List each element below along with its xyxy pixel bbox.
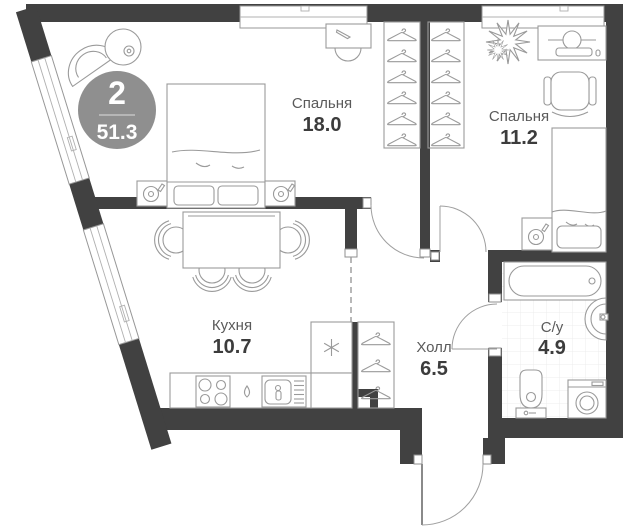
nightstand-lamp-icon (136, 180, 168, 207)
water-drop-icon (243, 385, 251, 398)
room-label-bedroom-2: Спальня (489, 108, 549, 125)
apartment-badge: 2 51.3 (78, 71, 156, 149)
wardrobe-hangers-icon (383, 21, 421, 149)
fridge-snowflake-icon (310, 321, 353, 409)
badge-rooms-count: 2 (108, 75, 126, 111)
single-bed-icon (551, 127, 607, 253)
door-swing-icon (439, 205, 487, 253)
window-icon (239, 5, 368, 29)
entrance-door-icon (421, 463, 484, 526)
room-area-hall: 6.5 (420, 358, 448, 380)
room-labels: Спальня 18.0 Спальня 11.2 Кухня 10.7 Хол… (212, 95, 566, 380)
office-chair-icon (543, 71, 597, 118)
window-icon (481, 5, 605, 29)
nightstand-lamp-icon (264, 180, 296, 207)
bedroom-2 (485, 19, 607, 253)
kitchen-sink-icon (261, 375, 307, 408)
room-area-kitchen: 10.7 (213, 336, 252, 358)
washing-machine-icon (567, 379, 607, 419)
plant-icon (485, 19, 531, 65)
door-swing-icon (451, 303, 498, 350)
desk-lamp-icon (537, 25, 607, 61)
room-label-bedroom-1: Спальня (292, 95, 352, 112)
walls (15, 4, 623, 465)
bathtub-icon (503, 261, 607, 301)
badge-total-area: 51.3 (97, 121, 138, 144)
wardrobe-hangers-icon (427, 21, 465, 149)
dining-table-icon (182, 211, 281, 269)
nightstand-lamp-icon (521, 217, 553, 251)
room-area-bedroom-1: 18.0 (303, 114, 342, 136)
dressing-table-icon (325, 23, 372, 62)
bedroom-1 (67, 23, 372, 209)
room-label-hall: Холл (416, 339, 451, 356)
side-table-icon (104, 28, 142, 66)
room-area-bathroom: 4.9 (538, 337, 566, 359)
washbasin-icon (584, 297, 609, 341)
hall-wardrobe-icon (357, 321, 395, 409)
room-label-bathroom: С/у (541, 319, 564, 336)
window-icon (30, 55, 90, 185)
door-jambs (344, 197, 502, 465)
stove-icon (195, 375, 231, 408)
bathroom (502, 261, 609, 419)
door-swing-icon (370, 204, 425, 259)
door-swings (370, 204, 498, 526)
slanted-wall (15, 6, 172, 450)
room-area-bedroom-2: 11.2 (500, 127, 538, 149)
toilet-icon (515, 369, 547, 419)
badge-circle (78, 71, 156, 149)
room-label-kitchen: Кухня (212, 317, 252, 334)
double-bed-icon (166, 83, 266, 209)
window-icon (82, 223, 140, 346)
kitchen (154, 211, 353, 409)
